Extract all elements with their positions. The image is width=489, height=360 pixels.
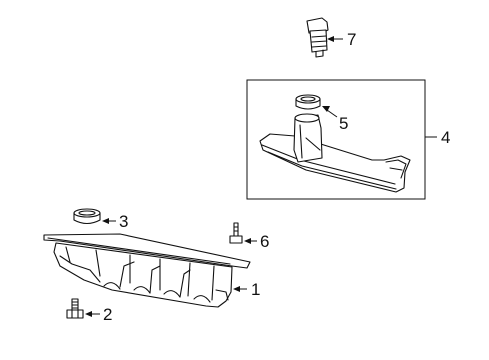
callout-5-leader	[322, 106, 338, 118]
filter-icon	[259, 113, 411, 193]
callout-2: 2	[103, 305, 112, 324]
filter-assembly-box	[246, 79, 426, 200]
callout-2-leader	[85, 311, 100, 317]
callout-5: 5	[339, 114, 348, 133]
pan-bolt-icon	[229, 222, 243, 244]
callout-7-leader	[327, 36, 343, 42]
callout-3-leader	[102, 218, 116, 224]
callout-6-leader	[244, 238, 257, 244]
oil-pan-icon	[43, 233, 251, 308]
drain-bolt-icon	[66, 298, 84, 319]
filler-plug-icon	[306, 17, 329, 58]
callout-7: 7	[347, 30, 356, 49]
callout-1-leader	[233, 286, 247, 292]
callout-6: 6	[260, 232, 269, 251]
filter-seal-icon	[295, 94, 321, 110]
gasket-ring-icon	[73, 208, 101, 225]
callout-3: 3	[119, 212, 128, 231]
callout-4: 4	[441, 128, 450, 147]
callout-1: 1	[251, 280, 260, 299]
